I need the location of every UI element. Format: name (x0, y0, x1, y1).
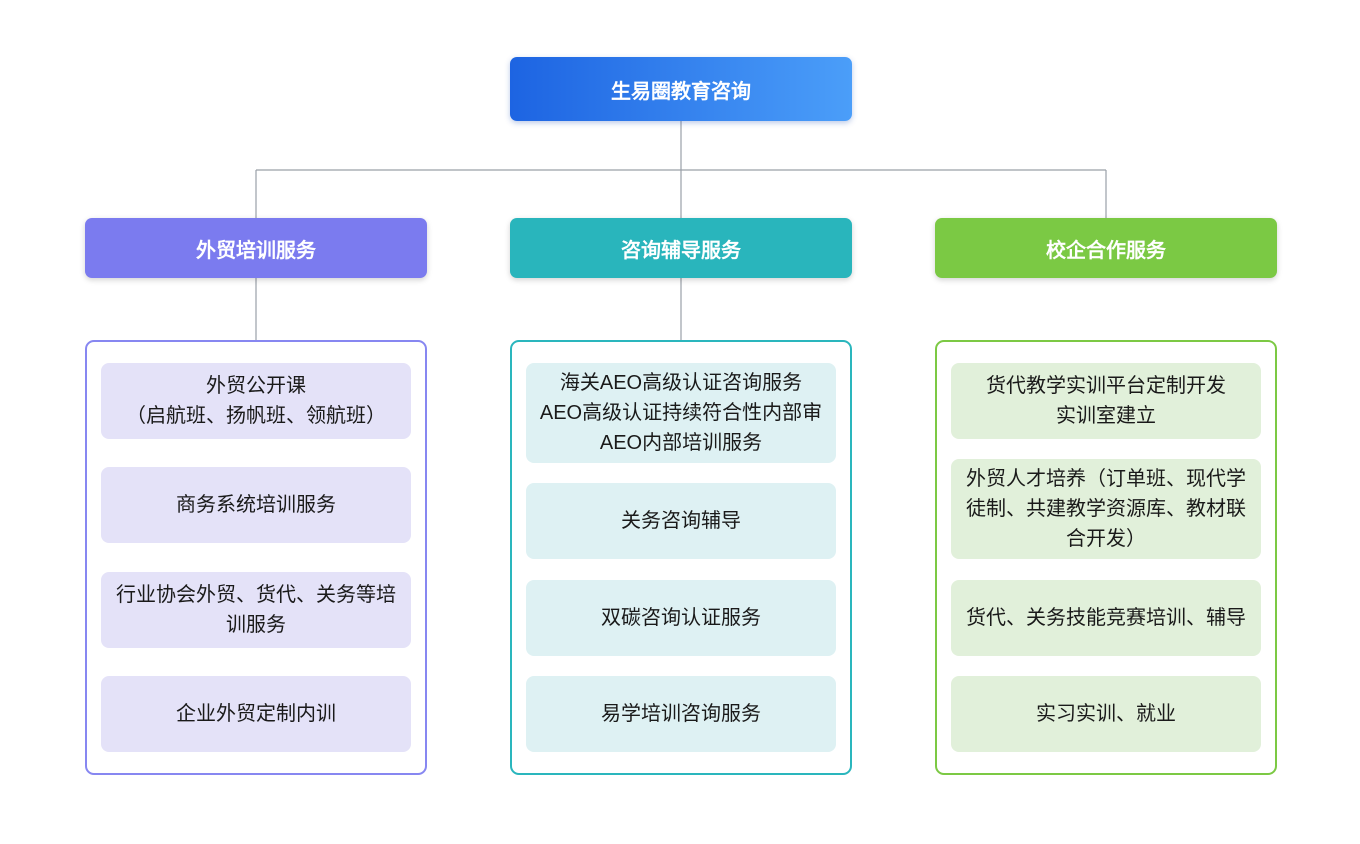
branch-header-school-enterprise-cooperation: 校企合作服务 (935, 218, 1277, 278)
leaf-node: 海关AEO高级认证咨询服务 AEO高级认证持续符合性内部审 AEO内部培训服务 (526, 363, 836, 463)
leaf-node: 外贸公开课 （启航班、扬帆班、领航班） (101, 363, 411, 439)
leaf-node: 货代、关务技能竞赛培训、辅导 (951, 579, 1261, 656)
leaf-node: 行业协会外贸、货代、关务等培训服务 (101, 571, 411, 648)
branch-list-consulting-coaching: 海关AEO高级认证咨询服务 AEO高级认证持续符合性内部审 AEO内部培训服务 … (510, 340, 852, 775)
branch-list-school-enterprise-cooperation: 货代教学实训平台定制开发 实训室建立 外贸人才培养（订单班、现代学徒制、共建教学… (935, 340, 1277, 775)
branch-header-foreign-trade-training: 外贸培训服务 (85, 218, 427, 278)
leaf-node: 易学培训咨询服务 (526, 675, 836, 752)
leaf-node: 外贸人才培养（订单班、现代学徒制、共建教学资源库、教材联合开发） (951, 459, 1261, 560)
branch-list-foreign-trade-training: 外贸公开课 （启航班、扬帆班、领航班） 商务系统培训服务 行业协会外贸、货代、关… (85, 340, 427, 775)
branch-header-consulting-coaching: 咨询辅导服务 (510, 218, 852, 278)
leaf-node: 商务系统培训服务 (101, 467, 411, 544)
leaf-node: 双碳咨询认证服务 (526, 579, 836, 656)
root-node: 生易圈教育咨询 (510, 57, 852, 121)
leaf-node: 关务咨询辅导 (526, 483, 836, 560)
leaf-node: 货代教学实训平台定制开发 实训室建立 (951, 363, 1261, 439)
leaf-node: 实习实训、就业 (951, 675, 1261, 752)
leaf-node: 企业外贸定制内训 (101, 675, 411, 752)
